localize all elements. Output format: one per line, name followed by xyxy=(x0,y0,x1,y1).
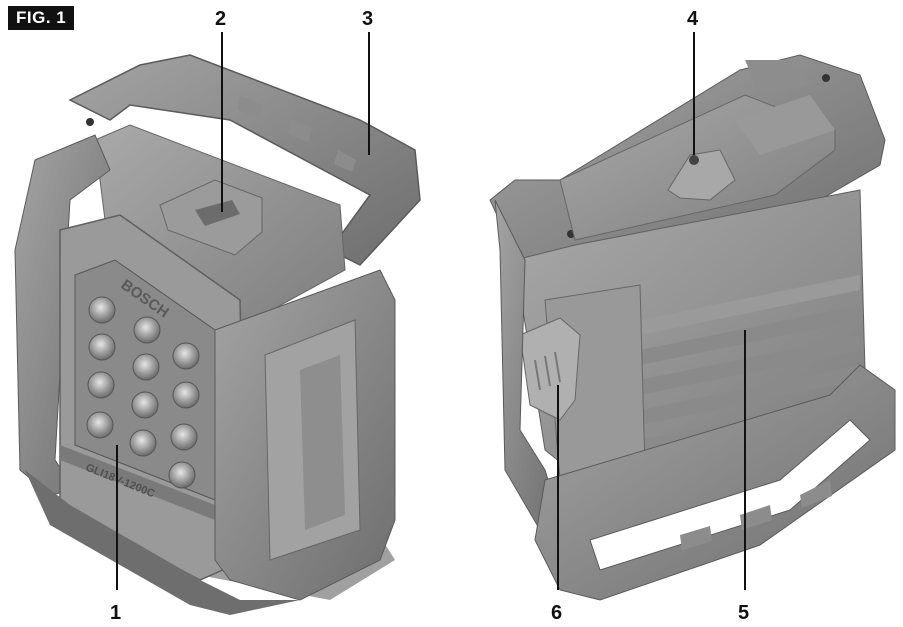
led-array xyxy=(86,296,200,489)
back-view xyxy=(489,54,896,601)
leader-lines xyxy=(116,32,746,590)
callout-1: 1 xyxy=(110,602,121,624)
callout-6: 6 xyxy=(551,602,562,624)
callout-4: 4 xyxy=(687,8,699,30)
callout-5: 5 xyxy=(738,602,749,624)
callout-2: 2 xyxy=(215,8,226,30)
figure-tag: FIG. 1 xyxy=(8,6,75,30)
tripod-mount xyxy=(667,149,736,201)
battery-latch xyxy=(519,317,581,421)
callout-labels: 1 2 3 4 5 6 xyxy=(110,8,749,624)
front-view: BOSCH GLI18V-1200C xyxy=(14,54,421,615)
callout-3: 3 xyxy=(362,8,373,30)
carry-handle xyxy=(68,54,421,266)
tripod-thread xyxy=(689,155,699,165)
